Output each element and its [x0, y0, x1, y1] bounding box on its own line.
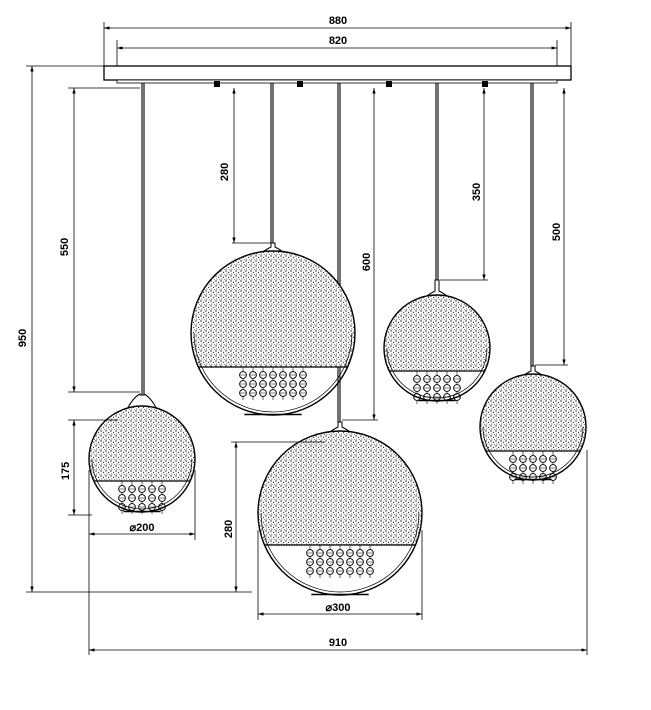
shade-small-mid [383, 279, 491, 404]
dimension-labels: 880 820 950 550 280 600 350 500 175 ⌀200… [17, 15, 563, 649]
shade-large-upper [190, 242, 356, 416]
shade-texture [480, 374, 586, 451]
shade-texture [89, 406, 195, 481]
dim-total-height: 950 [17, 329, 29, 347]
suspension-cables [141, 83, 534, 422]
mount-screw [214, 81, 220, 87]
shade-texture [258, 431, 422, 545]
dim-total-width: 910 [329, 637, 347, 649]
dim-small-shade-diameter: ⌀200 [130, 522, 155, 534]
mount-screw [297, 81, 303, 87]
mount-screw [386, 81, 392, 87]
ceiling-canopy [103, 65, 572, 87]
dim-large-shade-diameter: ⌀300 [326, 602, 351, 614]
dim-drop-600: 600 [361, 253, 373, 271]
dim-mount-span: 820 [329, 35, 347, 47]
dim-drop-350: 350 [471, 183, 483, 201]
mount-screw [482, 81, 488, 87]
dimension-lines [26, 22, 588, 655]
shade-small-right [479, 365, 587, 484]
shade-large-lower [257, 421, 423, 596]
dim-small-shade-height: 175 [60, 462, 72, 480]
shade-texture [191, 251, 355, 367]
dim-drop-500: 500 [551, 223, 563, 241]
pendant-shades [88, 242, 587, 596]
shade-small-left [88, 393, 196, 514]
dim-drop-550: 550 [59, 238, 71, 256]
shade-texture [384, 295, 490, 371]
dim-large-shade-height: 280 [223, 520, 235, 538]
dim-drop-280: 280 [219, 163, 231, 181]
dim-canopy-width: 880 [329, 15, 347, 27]
